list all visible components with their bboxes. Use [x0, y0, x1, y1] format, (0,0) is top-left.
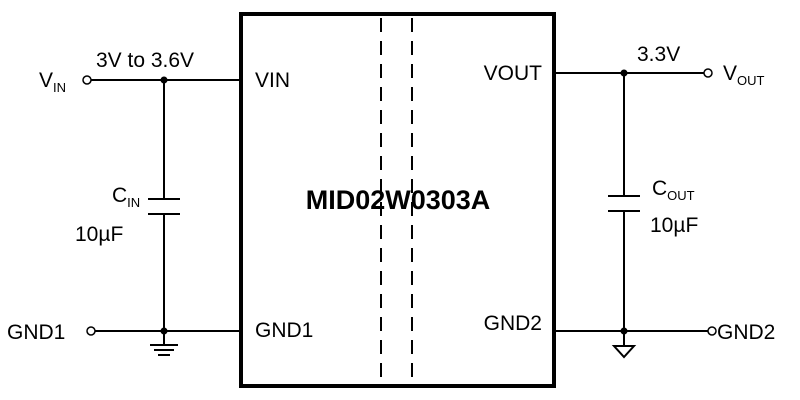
pin-label-vout: VOUT — [484, 62, 543, 85]
vout-terminal — [703, 68, 713, 78]
gnd1-terminal — [86, 326, 96, 336]
vin-terminal — [82, 75, 92, 85]
gnd2-junction — [620, 327, 628, 335]
earth-ground-icon — [150, 344, 178, 356]
isolator-chip-body — [239, 12, 556, 388]
output-voltage: 3.3V — [637, 43, 680, 66]
signal-ground-icon — [611, 345, 637, 359]
cout-value: 10µF — [650, 214, 698, 237]
pin-label-gnd2: GND2 — [484, 312, 542, 335]
gnd1-terminal-label: GND1 — [7, 321, 65, 344]
vout-terminal-label: VOUT — [723, 62, 765, 88]
input-voltage-range: 3V to 3.6V — [96, 49, 194, 72]
cin-value: 10µF — [75, 223, 123, 246]
vin-terminal-label: VIN — [39, 69, 66, 95]
cout-label: COUT — [652, 177, 695, 203]
pin-label-vin: VIN — [255, 69, 290, 92]
gnd2-terminal — [707, 326, 717, 336]
cin-label: CIN — [112, 184, 140, 210]
gnd2-terminal-label: GND2 — [717, 321, 775, 344]
gnd1-junction — [160, 327, 168, 335]
pin-label-gnd1: GND1 — [255, 319, 313, 342]
chip-part-number: MID02W0303A — [306, 185, 491, 215]
